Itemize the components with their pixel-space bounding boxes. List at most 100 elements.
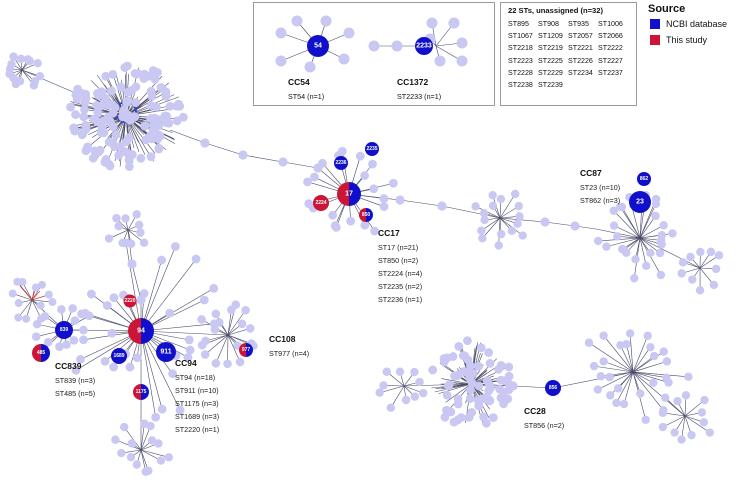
st-node <box>619 399 629 409</box>
st-node-17: 17 <box>337 182 361 206</box>
st-node <box>589 361 599 371</box>
st-node <box>379 194 389 204</box>
cc94-st-3: ST1175 (n=3) <box>175 399 219 408</box>
st-node <box>120 422 129 432</box>
st-node <box>658 408 668 418</box>
cc17-st-5: ST2236 (n=1) <box>378 295 422 304</box>
cc1372-title: CC1372 <box>397 77 429 87</box>
st-node <box>615 202 625 211</box>
st-node <box>630 274 639 283</box>
st-node <box>71 365 81 375</box>
unassigned-st-13: ST2223 <box>508 56 533 65</box>
inset-st-node <box>338 53 350 65</box>
st-node <box>22 314 31 323</box>
node-disc <box>545 380 561 396</box>
st-node <box>165 308 175 318</box>
st-node <box>43 337 53 347</box>
inset-st-node <box>434 55 446 67</box>
st-node <box>139 238 149 247</box>
st-node <box>463 336 472 346</box>
st-node <box>419 388 428 398</box>
st-node <box>485 396 495 406</box>
tree-edge <box>616 371 634 404</box>
st-node <box>661 393 670 402</box>
st-node <box>123 110 133 120</box>
inset-st-node <box>426 17 438 29</box>
cc108-st-1: ST977 (n=4) <box>269 349 309 358</box>
tree-edge <box>632 371 664 411</box>
st-node <box>124 133 134 142</box>
st-node <box>125 362 135 372</box>
cc94-title: CC94 <box>175 358 197 368</box>
tree-edge <box>379 385 405 393</box>
unassigned-st-5: ST1067 <box>508 32 533 41</box>
st-node <box>602 242 611 251</box>
inset-st-node <box>456 55 468 67</box>
st-node <box>711 264 721 274</box>
st-node <box>482 376 492 386</box>
unassigned-st-14: ST2225 <box>538 56 563 65</box>
st-node <box>131 82 141 92</box>
st-node <box>670 428 679 437</box>
st-node <box>474 361 483 371</box>
st-node <box>605 372 614 382</box>
st-node <box>476 343 486 353</box>
st-node <box>146 86 156 96</box>
st-node-2236: 2236 <box>334 156 348 170</box>
st-node <box>120 147 130 157</box>
unassigned-st-10: ST2219 <box>538 44 563 53</box>
st-node <box>55 342 64 352</box>
st-node <box>355 151 365 161</box>
st-node <box>238 150 248 160</box>
st-node <box>696 247 705 257</box>
st-node <box>168 369 177 379</box>
legend-item-ncbi: NCBI database <box>650 19 727 29</box>
st-node <box>649 351 659 361</box>
st-node <box>303 177 312 187</box>
st-node <box>109 293 119 303</box>
unassigned-st-9: ST2218 <box>508 44 533 53</box>
st-node <box>684 372 693 381</box>
st-node <box>104 234 114 243</box>
tree-edge <box>31 295 46 301</box>
st-node-1689: 1689 <box>111 348 127 364</box>
tree-edge <box>140 425 151 451</box>
st-node <box>496 194 506 204</box>
st-node <box>107 86 116 96</box>
node-disc <box>123 294 137 308</box>
st-node-23: 23 <box>629 191 651 213</box>
node-disc <box>334 156 348 170</box>
unassigned-title: 22 STs, unassigned (n=32) <box>508 6 604 15</box>
st-node <box>617 244 627 254</box>
st-node <box>146 421 155 431</box>
tree-edge <box>438 383 472 394</box>
st-node <box>646 342 655 352</box>
tree-edge <box>610 371 634 396</box>
tree-edge <box>613 225 641 239</box>
node-disc <box>111 348 127 364</box>
st-node <box>201 336 210 346</box>
st-node <box>92 100 102 110</box>
node-disc <box>313 195 329 211</box>
tree-edge <box>140 330 229 336</box>
st-node <box>130 69 140 78</box>
st-node <box>609 206 618 215</box>
cc108-label-group: CC108 ST977 (n=4) <box>269 334 309 358</box>
st-node <box>401 395 411 405</box>
st-node <box>599 331 608 340</box>
st-node-label: 2235 <box>366 146 377 152</box>
tree-edge <box>403 383 472 387</box>
st-node <box>488 201 498 210</box>
st-node <box>318 158 327 168</box>
tree-edge <box>435 383 472 389</box>
st-node <box>171 242 180 251</box>
legend-item-study: This study <box>650 35 707 45</box>
tree-edge <box>140 246 176 332</box>
st-node <box>681 391 691 400</box>
st-node-2233 <box>415 37 433 55</box>
st-node <box>69 123 79 133</box>
st-node <box>609 221 619 230</box>
st-node <box>659 221 668 230</box>
st-node <box>112 214 121 223</box>
tree-edge <box>21 69 81 96</box>
